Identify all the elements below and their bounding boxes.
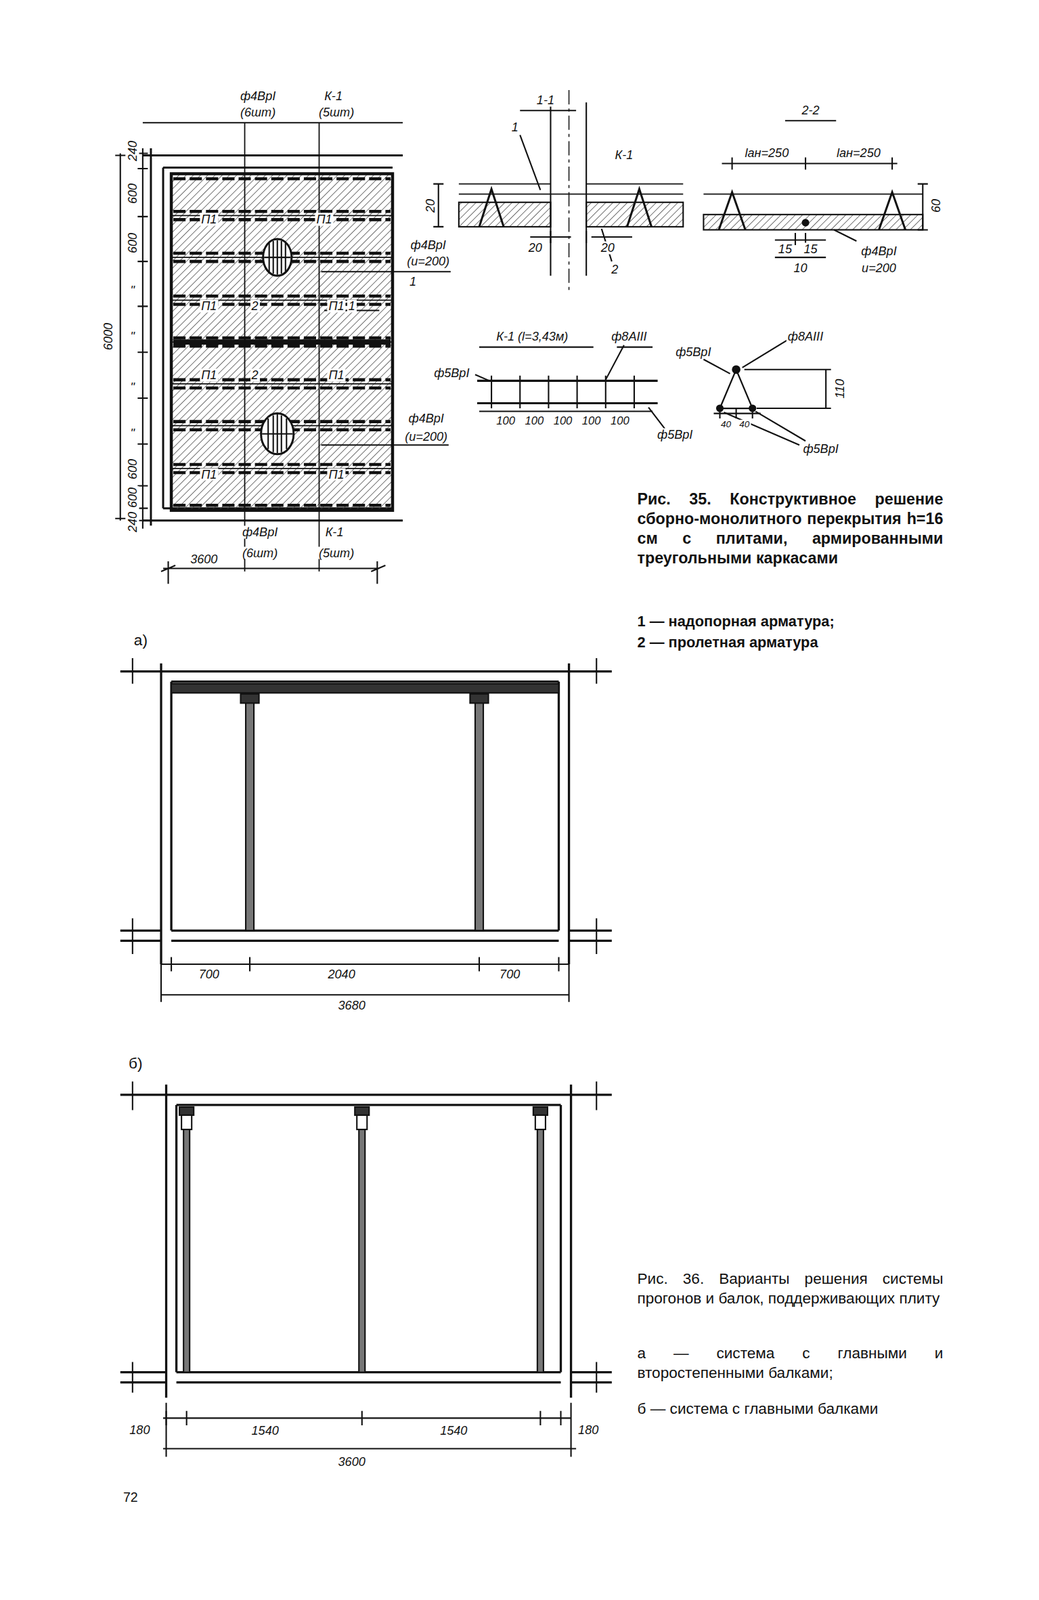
drawing-label: ф4ВрI [407,411,446,425]
drawing-label: 2-2 [800,103,822,117]
drawing-label: ф4ВрI [859,244,898,258]
drawing-label: 180 [127,1422,151,1436]
drawing-label: lан=250 [743,146,790,160]
drawing-label: а) [132,632,149,649]
drawing-label: 2 [609,262,620,276]
caption-text: а — система с главными и второстепенными… [637,1343,944,1382]
caption-text: 2 — пролетная арматура [637,632,944,652]
drawing-label: К-1 [324,525,346,539]
drawing-label: 20 [527,241,544,255]
drawing-label: 40 [719,419,733,430]
drawing-label: (6шт) [240,546,279,560]
drawing-label: 1540 [250,1424,281,1438]
drawing-label: 100 [580,414,603,427]
drawing-label: 3600 [337,1454,367,1468]
drawing-label: 72 [121,1489,140,1505]
drawing-label: 2040 [326,967,357,981]
drawing-label: (5шт) [317,546,356,560]
drawing-label: " [129,330,137,344]
drawing-label: (u=200) [403,429,449,443]
drawing-label: 1 [510,121,520,135]
dimension-label: 60 [929,197,943,214]
drawing-label: 180 [576,1422,600,1436]
drawing-label: П1 [327,467,346,481]
drawing-label: lан=250 [835,146,882,160]
drawing-label: 1 [347,299,357,313]
drawing-label: П1 [327,368,346,382]
drawing-label: 3680 [337,999,367,1012]
drawing-label: ф8АIII [786,330,825,344]
drawing-label: П1 [327,299,346,313]
drawing-label: 100 [609,414,631,427]
dimension-label: 600 [125,230,139,254]
drawing-label: 2 [250,368,260,382]
drawing-label: ф5ВрI [655,427,694,441]
drawing-label: 3600 [188,552,219,566]
drawing-label: (5шт) [317,105,356,119]
dimension-label: 240 [125,510,139,534]
drawing-label: 1 [408,274,418,288]
drawing-label: 40 [737,419,751,430]
drawing-label: ф8АIII [609,330,648,344]
drawing-label: u=200 [860,261,898,275]
drawing-label: 20 [599,241,616,255]
drawing-label: 100 [523,414,545,427]
drawing-label: 10 [791,261,809,275]
dimension-label: 20 [423,197,437,214]
drawing-label: 2 [250,299,260,313]
drawing-label: П1 [199,212,218,226]
caption-text: Рис. 35. Конструктивное решение сборно-м… [637,489,944,568]
drawing-label: ф4ВрI [409,238,448,252]
dimension-label: 600 [125,485,139,510]
drawing-label: (u=200) [405,254,451,268]
drawing-label: ф5ВрI [674,345,713,359]
dimension-label: 600 [125,457,139,481]
drawing-label: ф4ВрI [240,525,279,539]
drawing-label: ф5ВрI [801,441,840,455]
drawing-label: П1 [199,299,218,313]
drawing-label: 700 [197,967,221,981]
drawing-label: П1 [314,212,334,226]
drawing-label: " [129,381,137,394]
drawing-label: 100 [552,414,574,427]
dimension-label: 600 [125,182,139,206]
drawing-label: ф4ВрI [238,89,277,103]
caption-text: Рис. 36. Варианты решения системы прогон… [637,1269,944,1308]
drawing-label: 1540 [438,1424,469,1438]
drawing-label: К-1 (l=3,43м) [494,330,570,344]
drawing-label: 700 [498,967,522,981]
drawing-label: ф5ВрI [432,366,471,380]
drawing-label: " [129,427,137,440]
drawing-label: (6шт) [238,105,277,119]
drawing-label: 15 [802,242,820,256]
drawing-label: П1 [199,368,218,382]
drawing-label: П1 [199,467,218,481]
drawing-label: " [129,284,137,298]
drawing-label: 15 [777,242,794,256]
dimension-label: 6000 [101,321,115,352]
drawing-label: 100 [494,414,517,427]
caption-text: б — система с главными балками [637,1399,944,1419]
caption-text: 1 — надопорная арматура; [637,611,944,631]
drawing-label: К-1 [613,148,635,162]
drawing-label: К-1 [322,89,344,103]
drawing-label: б) [127,1055,144,1072]
dimension-label: 240 [125,139,139,163]
dimension-label: 110 [833,377,847,400]
drawing-label: 1-1 [535,93,556,107]
